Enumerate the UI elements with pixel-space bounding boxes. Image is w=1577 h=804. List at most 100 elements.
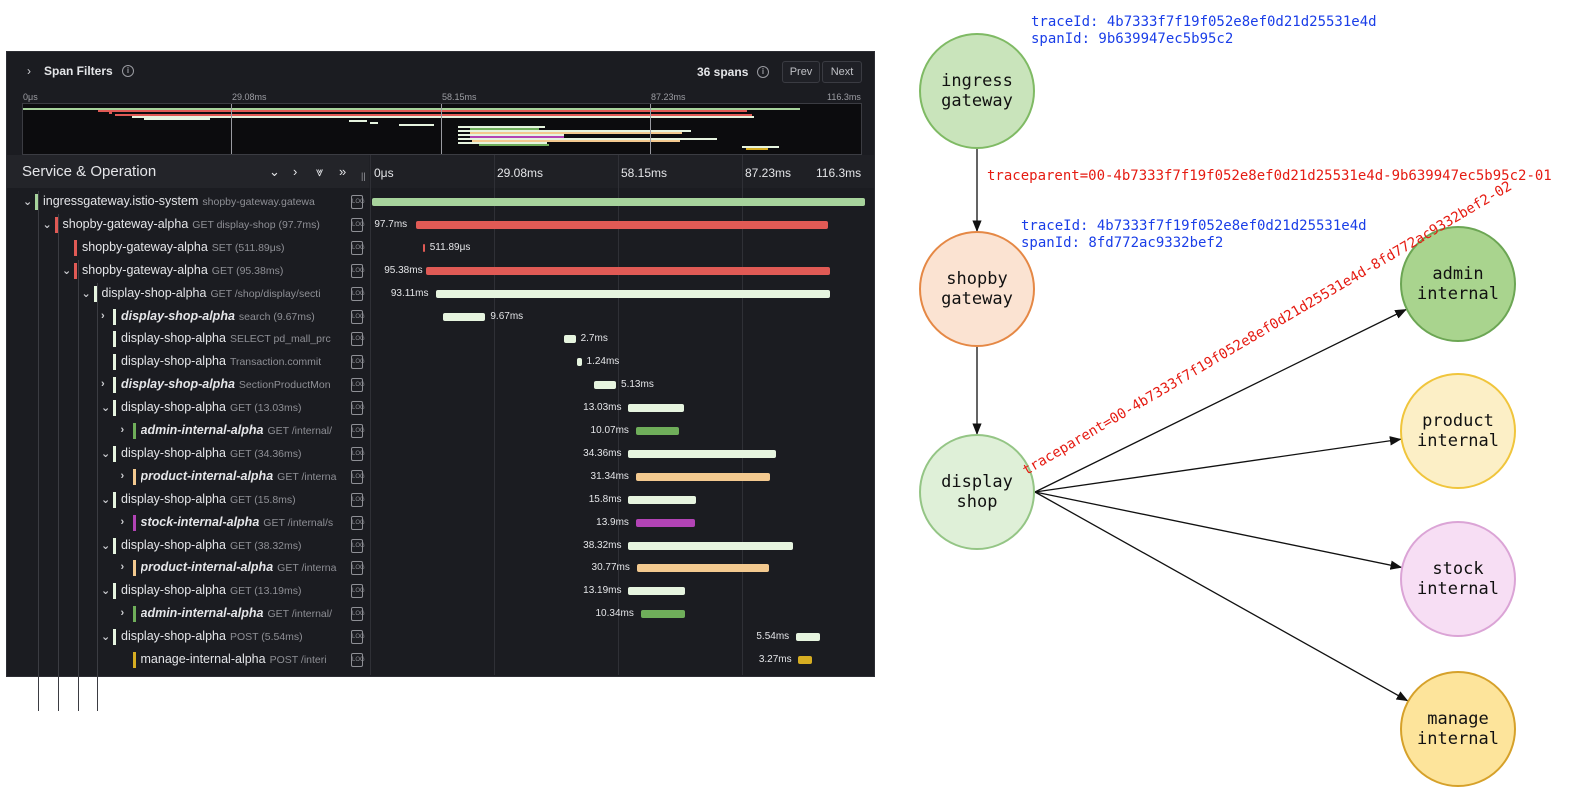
- chevron-down-icon[interactable]: ⌄: [101, 539, 111, 552]
- span-bar[interactable]: [436, 289, 831, 298]
- chevron-right-icon[interactable]: ›: [120, 607, 125, 620]
- log-icon[interactable]: LOG: [351, 653, 365, 667]
- span-bar[interactable]: [636, 564, 769, 573]
- chevron-down-icon[interactable]: ⌄: [101, 585, 111, 598]
- chevron-right-icon[interactable]: ›: [120, 424, 125, 436]
- chevron-down-icon[interactable]: ⌄: [42, 218, 52, 231]
- next-button[interactable]: Next: [822, 61, 862, 83]
- log-icon[interactable]: LOG: [351, 584, 365, 599]
- log-icon[interactable]: LOG: [351, 630, 365, 645]
- span-bar[interactable]: [564, 335, 576, 344]
- span-bar[interactable]: [372, 198, 865, 206]
- chevron-right-icon[interactable]: ›: [101, 378, 105, 391]
- chevron-down-icon[interactable]: ⌄: [101, 493, 111, 506]
- span-bar[interactable]: [426, 266, 831, 275]
- span-bar[interactable]: [422, 243, 425, 252]
- log-icon[interactable]: LOG: [351, 263, 365, 278]
- log-icon[interactable]: LOG: [351, 515, 365, 530]
- span-bar[interactable]: [798, 656, 813, 664]
- log-icon[interactable]: LOG: [351, 332, 365, 347]
- info-icon[interactable]: i: [122, 65, 134, 77]
- chevron-down-icon[interactable]: ⌄: [101, 447, 111, 460]
- log-icon[interactable]: LOG: [351, 401, 365, 416]
- log-icon[interactable]: LOG: [351, 309, 365, 324]
- chevron-down-icon[interactable]: ⌄: [101, 631, 111, 644]
- prev-button[interactable]: Prev: [782, 61, 820, 83]
- trace-minimap[interactable]: [22, 103, 862, 155]
- resize-handle-icon[interactable]: ||: [361, 171, 366, 181]
- log-icon[interactable]: LOG: [351, 355, 365, 370]
- chevron-right-icon[interactable]: ›: [27, 64, 31, 78]
- span-bar[interactable]: [795, 633, 820, 642]
- span-bar[interactable]: [443, 312, 486, 321]
- log-icon[interactable]: LOG: [351, 286, 365, 301]
- span-bar[interactable]: [635, 472, 770, 481]
- chevron-down-icon[interactable]: ⌄: [81, 287, 91, 300]
- chevron-right-icon[interactable]: ›: [120, 469, 125, 482]
- chevron-down-icon[interactable]: ⌄: [269, 164, 280, 179]
- log-icon[interactable]: LOG: [351, 217, 365, 232]
- log-icon[interactable]: LOG: [351, 240, 365, 255]
- log-icon[interactable]: LOG: [351, 492, 365, 507]
- collapse-all-icon[interactable]: »: [339, 164, 347, 179]
- span-bar[interactable]: [593, 381, 617, 390]
- chevron-right-icon[interactable]: ›: [101, 309, 105, 322]
- log-icon[interactable]: LOG: [351, 446, 365, 461]
- span-bar[interactable]: [635, 427, 680, 435]
- log-icon[interactable]: LOG: [351, 378, 365, 393]
- log-icon[interactable]: LOG: [351, 561, 365, 576]
- chevron-right-icon[interactable]: ›: [120, 515, 125, 528]
- chevron-down-icon[interactable]: ⌄: [62, 264, 72, 277]
- span-bar[interactable]: [576, 358, 582, 367]
- span-bar[interactable]: [635, 518, 695, 527]
- log-icon[interactable]: LOG: [351, 607, 365, 622]
- log-icon[interactable]: LOG: [351, 469, 365, 484]
- log-icon[interactable]: LOG: [351, 195, 365, 209]
- span-bar[interactable]: [628, 541, 793, 550]
- span-bar[interactable]: [416, 220, 828, 229]
- log-icon[interactable]: LOG: [351, 538, 365, 553]
- span-bar[interactable]: [628, 495, 696, 504]
- chevron-down-icon[interactable]: ⌄: [23, 196, 33, 208]
- chevron-right-icon[interactable]: ›: [120, 561, 125, 574]
- span-bar[interactable]: [640, 610, 686, 619]
- span-bar[interactable]: [628, 449, 777, 458]
